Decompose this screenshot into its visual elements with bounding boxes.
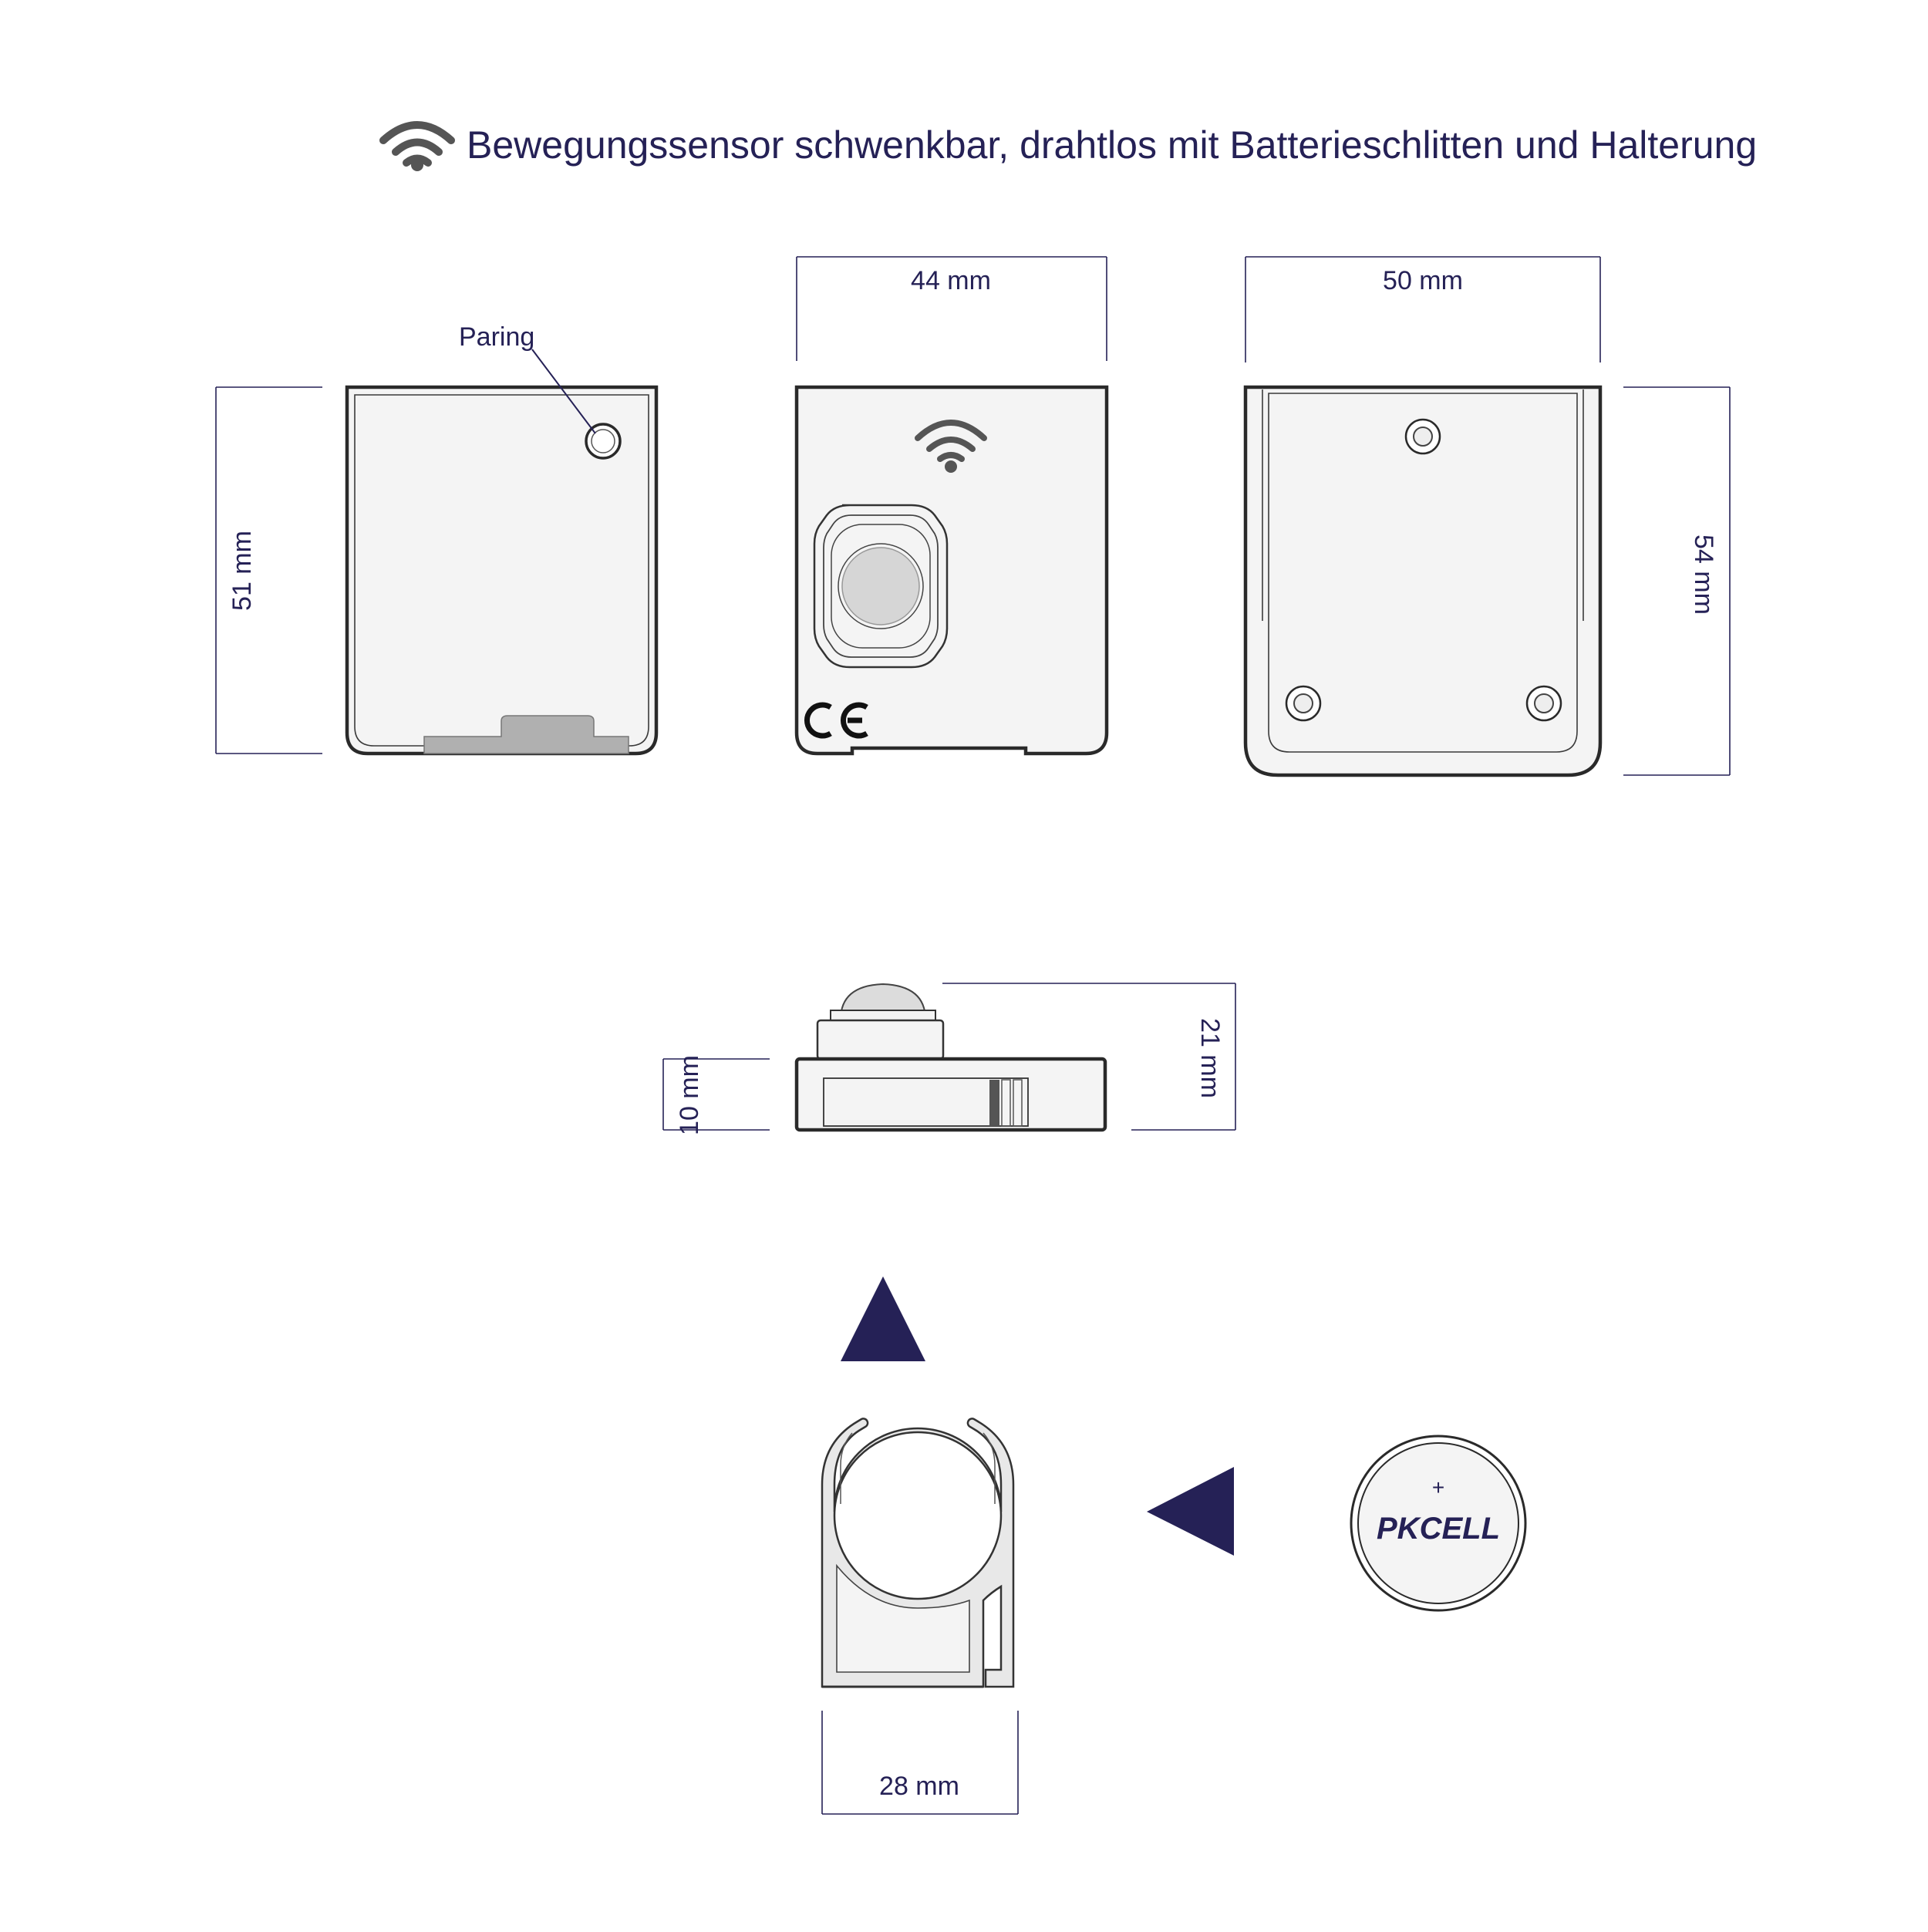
- battery-slide-latch: [989, 1080, 999, 1126]
- mounting-clip: [821, 1418, 1015, 1688]
- dimension-holder-height: 54 mm: [1623, 386, 1731, 776]
- coin-cell-battery: + PKCELL: [1350, 1435, 1527, 1612]
- front-view: [794, 385, 1109, 756]
- page-title: Bewegungssensor schwenkbar, drahtlos mit…: [467, 123, 1757, 167]
- dimension-body-depth: 10 mm: [662, 1055, 770, 1135]
- dimension-clip-width: 28 mm: [821, 1711, 1019, 1815]
- dimension-sensor-width-label: 44 mm: [911, 266, 991, 295]
- ce-mark: [804, 702, 868, 739]
- back-view: Paring: [345, 322, 659, 756]
- dimension-front-height-label: 51 mm: [228, 531, 257, 611]
- pairing-leader-line: [531, 349, 596, 434]
- pir-sensor-lens: [813, 504, 949, 669]
- battery-slide-tab: [423, 715, 629, 754]
- holder-view: [1243, 385, 1603, 777]
- dimension-holder-width-label: 50 mm: [1383, 266, 1463, 295]
- dimension-holder-height-label: 54 mm: [1689, 534, 1718, 615]
- battery-brand-label: PKCELL: [1377, 1512, 1500, 1546]
- screw-hole-bottom-right: [1525, 685, 1562, 722]
- dimension-total-depth: 21 mm: [942, 983, 1236, 1131]
- screw-hole-bottom-left: [1285, 685, 1322, 722]
- triangle-up-icon: [841, 1276, 925, 1361]
- battery-plus-sign: +: [1432, 1475, 1444, 1499]
- side-view: [794, 983, 1107, 1132]
- pairing-label: Paring: [459, 322, 534, 352]
- dimension-body-depth-label: 10 mm: [675, 1055, 704, 1135]
- device-wifi-icon: [915, 420, 987, 473]
- triangle-left-icon: [1147, 1467, 1234, 1556]
- dimension-holder-width: 50 mm: [1245, 256, 1601, 362]
- dimension-clip-width-label: 28 mm: [879, 1772, 959, 1801]
- screw-hole-top: [1404, 418, 1441, 455]
- dimension-total-depth-label: 21 mm: [1195, 1018, 1225, 1098]
- title-wifi-icon: [379, 121, 455, 171]
- dimension-sensor-width: 44 mm: [796, 256, 1107, 361]
- dimension-front-height: 51 mm: [215, 386, 322, 754]
